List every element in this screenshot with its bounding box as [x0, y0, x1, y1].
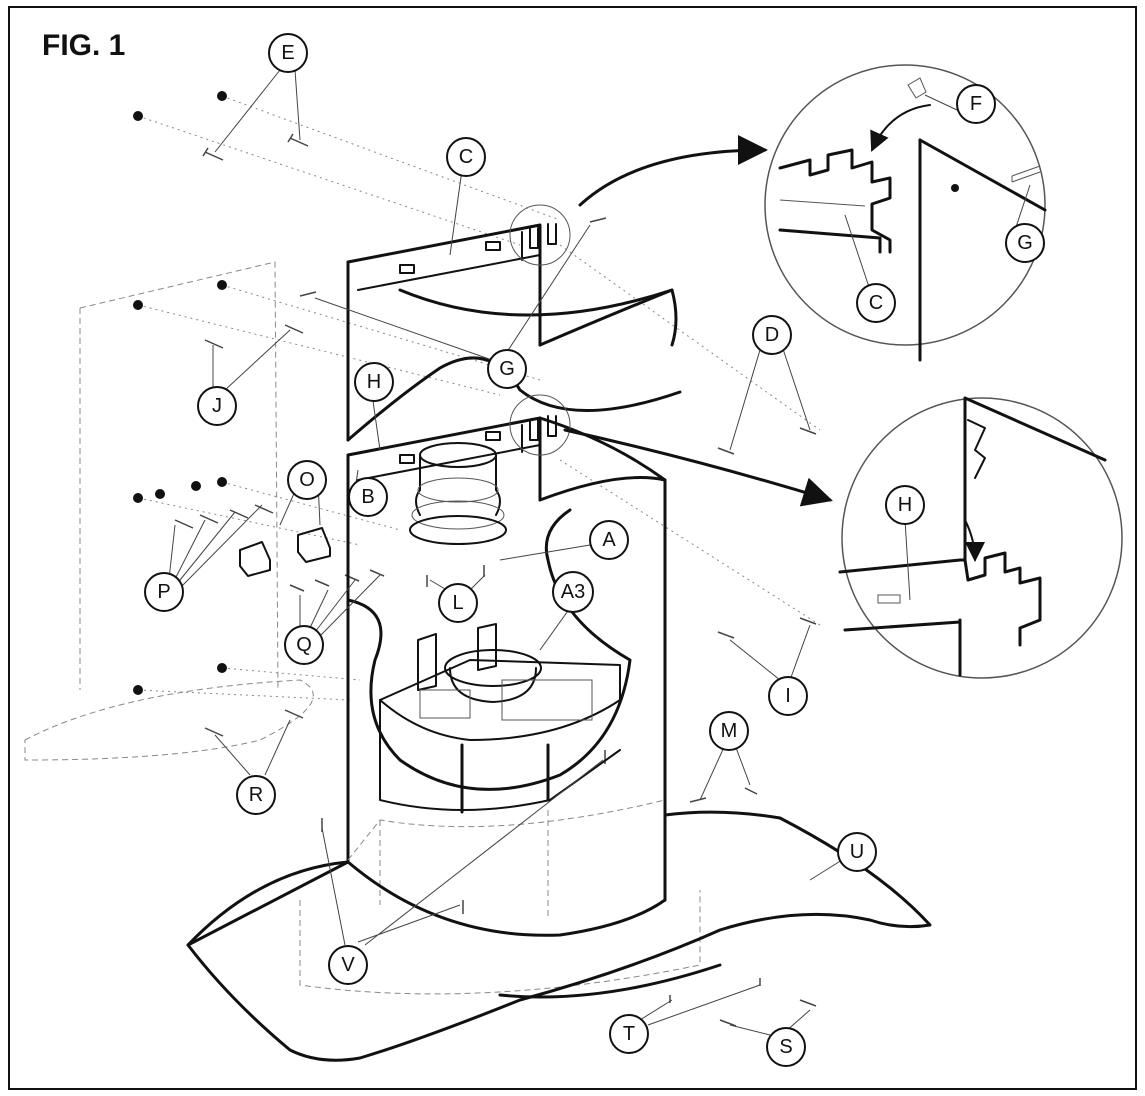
svg-text:L: L: [452, 592, 463, 614]
callouts: E C F G D H J G C O B A H P L A3 Q I M R…: [144, 33, 1045, 1067]
svg-text:B: B: [361, 486, 374, 508]
svg-text:C: C: [869, 292, 883, 314]
callout-F: F: [956, 84, 996, 124]
callout-M: M: [709, 711, 749, 751]
svg-text:G: G: [1017, 232, 1033, 254]
svg-text:C: C: [459, 146, 473, 168]
svg-text:M: M: [721, 720, 738, 742]
detail-arrows: [509, 135, 833, 507]
svg-text:V: V: [341, 954, 355, 976]
callout-C-detail: C: [856, 283, 896, 323]
svg-text:O: O: [299, 469, 315, 491]
callout-S: S: [766, 1027, 806, 1067]
svg-text:U: U: [850, 841, 864, 863]
canopy-hidden-lines: [299, 799, 701, 995]
svg-text:P: P: [157, 581, 170, 603]
svg-text:F: F: [970, 93, 982, 115]
callout-C-upper: C: [446, 137, 486, 177]
svg-text:S: S: [779, 1036, 792, 1058]
upper-chimney: [346, 223, 682, 442]
detail-circle-top: [764, 64, 1047, 362]
callout-O: O: [287, 460, 327, 500]
svg-text:E: E: [281, 42, 294, 64]
callout-J: J: [197, 386, 237, 426]
callout-A: A: [589, 520, 629, 560]
svg-text:J: J: [212, 395, 222, 417]
callout-B: B: [348, 477, 388, 517]
detail-circle-bottom: [838, 396, 1123, 679]
callout-P: P: [144, 572, 184, 612]
figure-title: FIG. 1: [42, 29, 125, 62]
duct-collar: [409, 442, 507, 545]
callout-G-detail: G: [1005, 223, 1045, 263]
callout-T: T: [609, 1014, 649, 1054]
svg-text:T: T: [623, 1023, 635, 1045]
callout-V: V: [328, 945, 368, 985]
callout-H-upper: H: [354, 362, 394, 402]
svg-text:H: H: [898, 494, 912, 516]
leader-lines: [167, 69, 1031, 1036]
callout-U: U: [837, 832, 877, 872]
svg-text:I: I: [785, 685, 791, 707]
alignment-lines: [137, 95, 821, 701]
svg-text:R: R: [249, 784, 263, 806]
motor-assembly: [379, 623, 621, 814]
glass-canopy: [186, 810, 932, 1062]
svg-text:Q: Q: [296, 634, 312, 656]
wall-template: [24, 261, 314, 761]
svg-text:A3: A3: [561, 581, 585, 603]
callout-Q: Q: [284, 625, 324, 665]
figure-border: [8, 6, 1137, 1090]
filter-clips: [239, 527, 331, 577]
callout-G: G: [487, 349, 527, 389]
callout-E: E: [268, 33, 308, 73]
lower-chimney: [346, 415, 667, 902]
callout-H-detail: H: [885, 485, 925, 525]
callout-A3: A3: [552, 571, 594, 613]
callout-L: L: [438, 583, 478, 623]
svg-text:H: H: [367, 371, 381, 393]
svg-text:D: D: [765, 324, 779, 346]
wall-anchors: [133, 91, 227, 695]
screws: [174, 133, 817, 1027]
callout-I: I: [768, 676, 808, 716]
svg-text:A: A: [602, 529, 616, 551]
svg-text:G: G: [499, 358, 515, 380]
callout-D: D: [752, 315, 792, 355]
callout-R: R: [236, 775, 276, 815]
